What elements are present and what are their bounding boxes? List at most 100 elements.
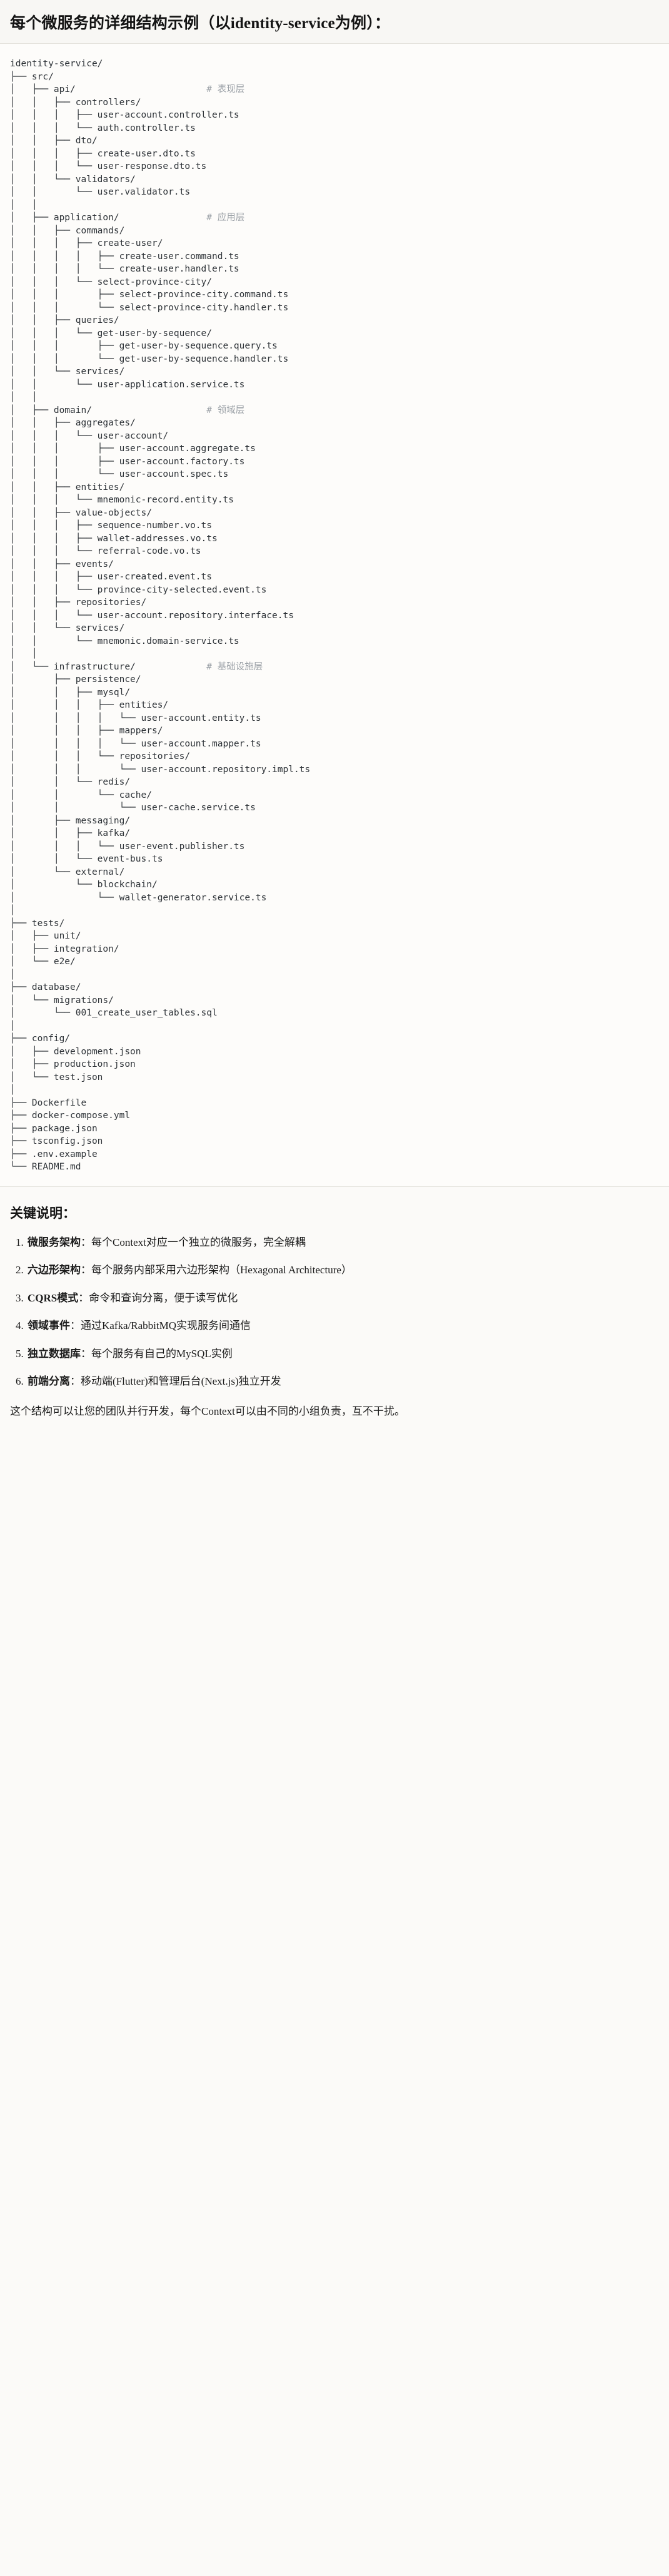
tree-line: │ │ ├── queries/ [10, 315, 119, 326]
tree-line: │ ├── development.json [10, 1046, 141, 1057]
tree-line: │ ├── application/ # 应用层 [10, 211, 659, 225]
tree-line: │ │ │ └── select-province-city/ [10, 277, 213, 287]
key-point-term: 独立数据库 [28, 1347, 81, 1360]
tree-line: │ │ ├── commands/ [10, 225, 125, 236]
tree-line: │ ├── domain/ # 领域层 [10, 404, 659, 417]
tree-line: ├── docker-compose.yml [10, 1111, 131, 1121]
tree-line: │ │ [10, 392, 38, 403]
tree-line: │ │ │ └── referral-code.vo.ts [10, 546, 201, 557]
tree-line-path: │ └── infrastructure/ [10, 661, 207, 672]
key-point-term: 领域事件 [28, 1320, 70, 1332]
key-point-separator: ： [81, 1264, 91, 1276]
tree-line: └── README.md [10, 1162, 81, 1173]
key-point-item: 独立数据库：每个服务有自己的MySQL实例 [26, 1346, 659, 1362]
tree-line: │ │ │ └── user-event.publisher.ts [10, 841, 245, 852]
key-point-item: 六边形架构：每个服务内部采用六边形架构（Hexagonal Architectu… [26, 1262, 659, 1278]
tree-line: │ │ │ └── user-account.spec.ts [10, 469, 229, 480]
tree-line: │ │ ├── dto/ [10, 136, 98, 146]
key-point-separator: ： [78, 1291, 89, 1304]
key-point-term: CQRS模式 [28, 1291, 79, 1304]
tree-line: │ ├── api/ # 表现层 [10, 83, 659, 96]
key-point-separator: ： [81, 1347, 91, 1360]
tree-line: │ │ │ └── province-city-selected.event.t… [10, 584, 267, 595]
tree-line: │ [10, 905, 16, 916]
tree-line: │ │ └── user-cache.service.ts [10, 803, 256, 813]
tree-line: │ └── blockchain/ [10, 880, 158, 890]
key-point-description: 移动端(Flutter)和管理后台(Next.js)独立开发 [81, 1375, 281, 1388]
tree-line-comment: # 表现层 [206, 84, 245, 95]
tree-line: │ │ │ ├── get-user-by-sequence.query.ts [10, 341, 278, 352]
tree-line: │ ├── production.json [10, 1059, 136, 1070]
tree-line: ├── tsconfig.json [10, 1136, 103, 1147]
key-point-description: 每个服务内部采用六边形架构（Hexagonal Architecture） [91, 1264, 352, 1276]
tree-line: │ │ │ ├── user-account.aggregate.ts [10, 444, 256, 454]
tree-line: │ │ ├── repositories/ [10, 598, 147, 608]
key-points-title: 关键说明： [10, 1205, 76, 1221]
tree-line: │ │ └── cache/ [10, 790, 152, 800]
key-point-item: 微服务架构：每个Context对应一个独立的微服务，完全解耦 [26, 1235, 659, 1251]
tree-line: │ └── infrastructure/ # 基础设施层 [10, 661, 659, 674]
tree-line-path: │ ├── api/ [10, 84, 207, 95]
tree-line: │ │ │ ├── create-user.dto.ts [10, 148, 196, 159]
tree-line: │ ├── integration/ [10, 944, 119, 954]
tree-line: │ │ ├── value-objects/ [10, 507, 152, 518]
tree-line: │ │ └── user.validator.ts [10, 187, 191, 198]
tree-line: │ ├── unit/ [10, 931, 81, 942]
key-point-description: 每个服务有自己的MySQL实例 [91, 1347, 233, 1360]
tree-line: │ │ ├── kafka/ [10, 828, 131, 839]
tree-line: │ │ │ ├── user-created.event.ts [10, 572, 213, 583]
key-point-term: 微服务架构 [28, 1236, 81, 1248]
tree-line-comment: # 基础设施层 [206, 661, 263, 672]
document-header: 每个微服务的详细结构示例（以identity-service为例）： [0, 0, 669, 44]
tree-line: │ │ ├── events/ [10, 559, 114, 569]
tree-line: │ │ │ ├── create-user/ [10, 238, 163, 249]
tree-line: │ │ │ └── mnemonic-record.entity.ts [10, 495, 234, 506]
tree-line: │ └── test.json [10, 1072, 103, 1082]
key-point-description: 每个Context对应一个独立的微服务，完全解耦 [91, 1236, 306, 1248]
tree-line: │ │ │ ├── entities/ [10, 700, 169, 711]
tree-line: │ │ │ │ └── user-account.entity.ts [10, 713, 261, 723]
tree-line: │ │ ├── entities/ [10, 482, 125, 492]
key-point-item: 前端分离：移动端(Flutter)和管理后台(Next.js)独立开发 [26, 1373, 659, 1390]
tree-line: │ │ │ ├── user-account.controller.ts [10, 110, 239, 121]
key-point-separator: ： [70, 1320, 81, 1332]
tree-line: │ │ │ ├── mappers/ [10, 726, 163, 736]
tree-line: │ │ │ └── user-account/ [10, 430, 169, 441]
tree-line: │ │ │ ├── user-account.factory.ts [10, 456, 245, 467]
tree-line: │ ├── persistence/ [10, 675, 141, 685]
tree-line: │ [10, 1085, 16, 1096]
key-points-list: 微服务架构：每个Context对应一个独立的微服务，完全解耦六边形架构：每个服务… [10, 1235, 659, 1390]
key-points-section: 关键说明： 微服务架构：每个Context对应一个独立的微服务，完全解耦六边形架… [0, 1186, 669, 1439]
tree-line: │ │ │ └── user-account.repository.interf… [10, 610, 294, 621]
tree-line: │ │ └── validators/ [10, 174, 136, 185]
tree-line: │ └── migrations/ [10, 995, 114, 1005]
tree-line: │ │ │ └── user-response.dto.ts [10, 161, 207, 172]
tree-line: │ │ └── mnemonic.domain-service.ts [10, 636, 239, 646]
key-point-description: 通过Kafka/RabbitMQ实现服务间通信 [81, 1320, 251, 1332]
key-point-item: 领域事件：通过Kafka/RabbitMQ实现服务间通信 [26, 1318, 659, 1334]
tree-line: │ │ │ │ └── user-account.mapper.ts [10, 738, 261, 749]
tree-line-path: │ ├── application/ [10, 213, 207, 223]
tree-line: │ │ │ └── user-account.repository.impl.t… [10, 764, 311, 775]
tree-line: │ │ [10, 649, 38, 659]
tree-line: │ │ ├── controllers/ [10, 97, 141, 108]
tree-line: │ │ │ │ ├── create-user.command.ts [10, 251, 239, 262]
directory-tree-block: identity-service/├── src/│ ├── api/ # 表现… [0, 44, 669, 1187]
tree-line: ├── package.json [10, 1123, 98, 1134]
tree-line: │ └── wallet-generator.service.ts [10, 892, 267, 903]
tree-line: ├── .env.example [10, 1149, 98, 1159]
key-point-item: CQRS模式：命令和查询分离，便于读写优化 [26, 1290, 659, 1306]
tree-line: │ │ └── services/ [10, 367, 125, 377]
key-point-description: 命令和查询分离，便于读写优化 [89, 1291, 238, 1304]
tree-line: │ │ ├── mysql/ [10, 687, 131, 698]
tree-line: │ └── e2e/ [10, 957, 76, 967]
tree-line: │ │ │ └── get-user-by-sequence/ [10, 328, 213, 339]
tree-line: │ │ └── redis/ [10, 777, 131, 788]
key-point-separator: ： [70, 1375, 81, 1388]
key-point-term: 前端分离 [28, 1375, 70, 1388]
tree-line: │ └── 001_create_user_tables.sql [10, 1008, 218, 1019]
tree-line: │ │ │ ├── select-province-city.command.t… [10, 290, 289, 300]
key-point-separator: ： [81, 1236, 91, 1248]
tree-line-path: │ ├── domain/ [10, 405, 207, 415]
